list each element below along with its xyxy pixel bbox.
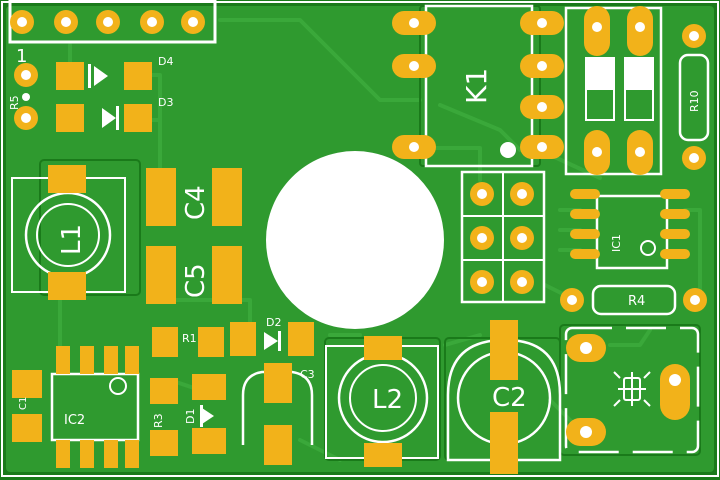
l1-inductor xyxy=(11,165,126,300)
r1-resistor xyxy=(152,327,224,357)
c1-capacitor xyxy=(12,370,42,442)
r4-resistor xyxy=(560,284,707,316)
mounting-hole xyxy=(266,151,444,329)
r1-label: R1 xyxy=(182,332,197,345)
ic1-label: IC1 xyxy=(610,234,623,252)
k1-relay xyxy=(392,4,564,168)
slide-switch xyxy=(564,6,663,176)
r4-label: R4 xyxy=(628,294,645,309)
c3-capacitor xyxy=(241,363,314,465)
d4-diode xyxy=(56,62,152,90)
dc-jack xyxy=(564,326,700,454)
c2-capacitor xyxy=(446,320,562,474)
l1-label: L1 xyxy=(57,224,87,255)
k1-label: K1 xyxy=(460,68,493,104)
ic2-label: IC2 xyxy=(64,413,85,428)
c3-label: C3 xyxy=(300,368,315,381)
c5-capacitor xyxy=(146,246,242,304)
r5-resistor xyxy=(14,63,38,130)
d1-diode xyxy=(192,374,226,454)
d3-label: D3 xyxy=(158,96,173,109)
r10-resistor xyxy=(678,24,710,170)
c5-label: C5 xyxy=(181,263,211,298)
d2-diode xyxy=(230,322,314,356)
d1-label: D1 xyxy=(184,409,197,424)
r10-label: R10 xyxy=(688,90,701,112)
polarity-symbol xyxy=(613,371,651,407)
jumper-block xyxy=(460,170,546,304)
r3-resistor xyxy=(150,378,178,456)
pin-header xyxy=(8,0,217,44)
d4-label: D4 xyxy=(158,55,173,68)
l2-label: L2 xyxy=(372,385,403,415)
c1-label: C1 xyxy=(18,397,29,410)
c2-label: C2 xyxy=(492,383,527,413)
d2-label: D2 xyxy=(266,316,281,329)
ic1-chip xyxy=(570,189,690,270)
l2-inductor xyxy=(325,336,439,467)
d3-diode xyxy=(56,104,152,132)
r3-label: R3 xyxy=(152,413,165,428)
r5-label: R5 xyxy=(8,95,21,110)
c4-label: C4 xyxy=(181,185,211,220)
ic2-chip xyxy=(50,346,140,468)
c4-capacitor xyxy=(146,168,242,226)
header-pin1-label: 1 xyxy=(16,46,27,67)
